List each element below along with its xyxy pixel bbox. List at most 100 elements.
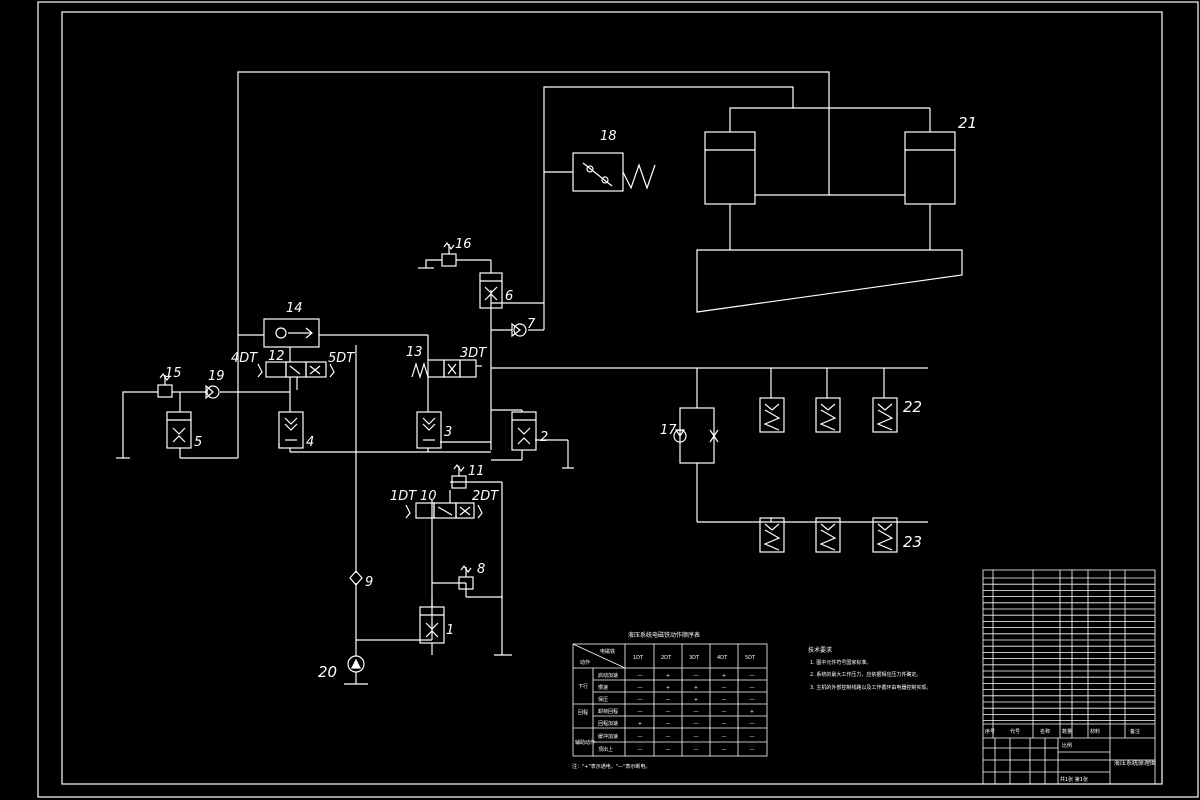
table-cell: — xyxy=(722,697,727,703)
col-header-5: 5DT xyxy=(745,655,756,661)
table-cell: + xyxy=(694,685,698,691)
col-header-3: 3DT xyxy=(689,655,700,661)
check-valve-7 xyxy=(511,322,527,338)
table-cell: — xyxy=(638,673,643,679)
label-16: 16 xyxy=(455,237,472,252)
label-10: 10 xyxy=(420,489,437,504)
solenoid-labels: 1DT 2DT 3DT 4DT 5DT xyxy=(231,346,499,504)
solenoid-1dt: 1DT xyxy=(390,489,417,504)
valve-2 xyxy=(511,411,574,469)
table-cell: — xyxy=(694,747,699,753)
pressure-relay-18 xyxy=(572,152,656,192)
table-cell: — xyxy=(638,709,643,715)
header-cell-3: 名称 xyxy=(1040,728,1050,735)
directional-valve-13 xyxy=(411,359,482,380)
group-aux: 辅助动作 xyxy=(575,739,595,746)
action-table: 液压系统电磁铁动作顺序表 电磁铁 动作 1DT 2DT 3DT 4DT 5DT … xyxy=(572,631,768,770)
valve-1 xyxy=(419,606,512,656)
table-cell: — xyxy=(666,734,671,740)
solenoid-4dt: 4DT xyxy=(231,351,258,366)
label-2: 2 xyxy=(540,430,548,445)
row-name-5: 回程加速 xyxy=(598,720,618,727)
header-cell-6: 备注 xyxy=(1130,728,1140,735)
row-name-4: 卸荷回程 xyxy=(598,708,618,715)
group-down: 下行 xyxy=(578,683,588,690)
solenoid-5dt: 5DT xyxy=(328,351,355,366)
col-header-2: 2DT xyxy=(661,655,672,661)
label-14: 14 xyxy=(286,301,303,316)
table-cell: — xyxy=(694,673,699,679)
pipelines xyxy=(179,71,931,656)
table-cell: — xyxy=(750,673,755,679)
drawing-name: 液压系统原理图 xyxy=(1114,759,1156,767)
label-15: 15 xyxy=(165,366,182,381)
table-cell: + xyxy=(750,709,754,715)
action-table-note: 注："+"表示通电，"—"表示断电。 xyxy=(572,763,650,770)
label-23: 23 xyxy=(903,533,922,551)
header-cell-5: 材料 xyxy=(1090,728,1100,735)
valve-17 xyxy=(673,407,719,464)
label-3: 3 xyxy=(444,425,452,440)
table-cell: — xyxy=(722,685,727,691)
label-1: 1 xyxy=(446,623,454,638)
table-cell: — xyxy=(750,721,755,727)
table-cell: + xyxy=(638,721,642,727)
action-table-title: 液压系统电磁铁动作顺序表 xyxy=(628,631,700,639)
table-cells: —+—+——++————+——————++—————————————— xyxy=(638,673,755,753)
valve-14 xyxy=(263,318,320,348)
label-6: 6 xyxy=(505,289,513,304)
tech-note-2: 2. 系统的最大工作压力，应依据相应压力件确定。 xyxy=(810,671,921,678)
row-name-6: 缓冲加速 xyxy=(598,733,618,740)
table-cell: — xyxy=(694,709,699,715)
table-cell: — xyxy=(722,734,727,740)
label-12: 12 xyxy=(268,349,285,364)
solenoid-2dt: 2DT xyxy=(472,489,499,504)
label-4: 4 xyxy=(306,435,314,450)
col-header-4: 4DT xyxy=(717,655,728,661)
row-name-1: 启动加速 xyxy=(598,672,618,679)
pump-20 xyxy=(344,655,368,685)
directional-valve-12 xyxy=(257,361,335,378)
group-return: 回程 xyxy=(578,709,588,716)
corner-top: 电磁铁 xyxy=(600,648,615,655)
row-name-7: 顶出上 xyxy=(598,746,613,753)
tech-note-1: 1. 图中元件符号国家标准。 xyxy=(810,659,871,666)
header-cell-2: 代号 xyxy=(1010,728,1020,735)
parts-list-rows xyxy=(983,577,1155,721)
label-5: 5 xyxy=(194,435,202,450)
title-block: 序号 代号 名称 数量 材料 备注 液压系统原理图 共1张 第1张 比例 xyxy=(982,569,1156,785)
relief-valve-11 xyxy=(451,463,467,489)
corner-bottom: 动作 xyxy=(580,659,590,666)
valve-3 xyxy=(416,411,442,449)
table-cell: — xyxy=(722,721,727,727)
label-13: 13 xyxy=(406,345,423,360)
table-cell: — xyxy=(722,747,727,753)
table-cell: — xyxy=(638,697,643,703)
relief-valve-15 xyxy=(116,372,180,459)
tech-note-3: 3. 主机的外部控制线路以及工作循环由电器控制实现。 xyxy=(810,684,931,691)
cylinder-21 xyxy=(696,131,963,313)
header-cell-4: 数量 xyxy=(1062,728,1072,735)
component-labels: 1 2 3 4 5 6 7 8 9 10 11 12 13 14 15 16 1… xyxy=(165,114,977,681)
relief-valve-8 xyxy=(458,564,474,590)
relief-valve-16 xyxy=(418,241,492,273)
table-cell: — xyxy=(694,721,699,727)
label-21: 21 xyxy=(958,114,977,132)
table-cell: + xyxy=(722,673,726,679)
table-cell: — xyxy=(694,734,699,740)
table-cell: — xyxy=(666,709,671,715)
valve-5 xyxy=(166,411,192,449)
label-8: 8 xyxy=(477,562,485,577)
scale-label: 比例 xyxy=(1062,742,1072,749)
row-name-3: 保压 xyxy=(598,696,608,703)
table-cell: — xyxy=(638,734,643,740)
directional-valve-10 xyxy=(405,502,483,519)
tech-notes-title: 技术要求 xyxy=(808,646,832,654)
inner-frame xyxy=(61,11,1163,785)
table-cell: — xyxy=(666,747,671,753)
valve-4 xyxy=(278,411,304,449)
table-cell: — xyxy=(666,721,671,727)
table-cell: — xyxy=(750,747,755,753)
label-20: 20 xyxy=(318,663,337,681)
